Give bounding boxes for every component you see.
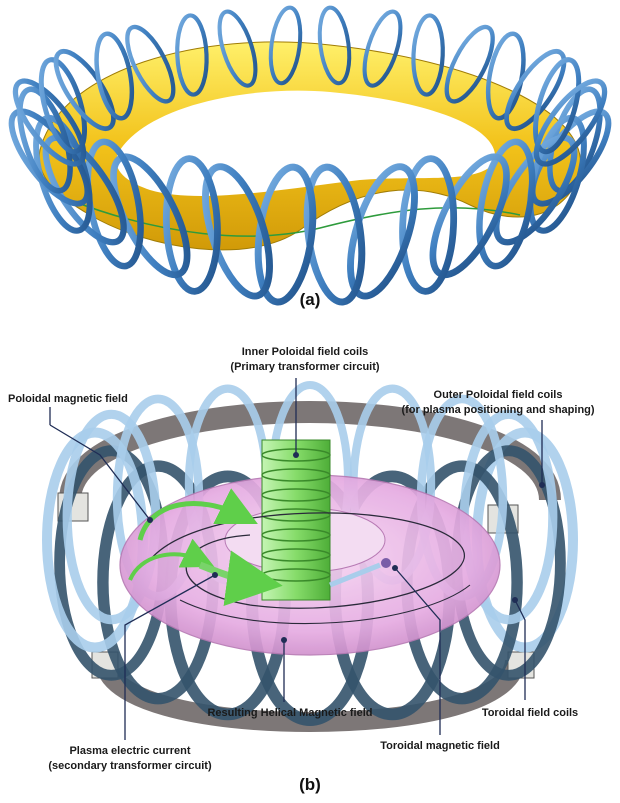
callout-toroidal-magnetic-field: Toroidal magnetic field (380, 740, 500, 752)
callout-poloidal-magnetic-field: Poloidal magnetic field (8, 393, 128, 405)
callout-plasma-current-1: Plasma electric current (69, 745, 190, 757)
callout-toroidal-field-coils: Toroidal field coils (482, 707, 578, 719)
callout-plasma-current-2: (secondary transformer circuit) (48, 760, 212, 772)
callout-inner-poloidal-2: (Primary transformer circuit) (230, 361, 379, 373)
callout-resulting-helical: Resulting Helical Magnetic field (207, 707, 372, 719)
callout-inner-poloidal-1: Inner Poloidal field coils (242, 346, 369, 358)
panel-b-label: (b) (299, 775, 321, 794)
callout-outer-poloidal-1: Outer Poloidal field coils (434, 389, 563, 401)
panel-b-tokamak (47, 378, 573, 740)
panel-a-stellarator (0, 6, 620, 305)
panel-a-label: (a) (300, 290, 321, 309)
callout-outer-poloidal-2: (for plasma positioning and shaping) (401, 404, 594, 416)
toroidal-field-arrow-head (381, 558, 391, 568)
